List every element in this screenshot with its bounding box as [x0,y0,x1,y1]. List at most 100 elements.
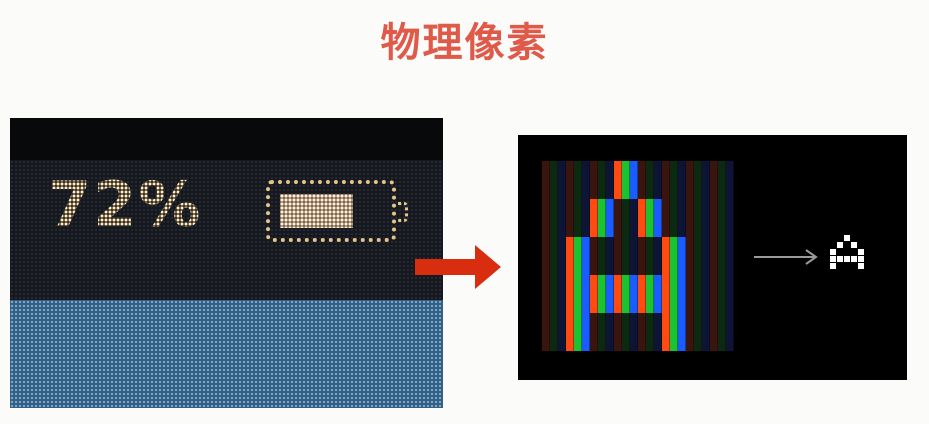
mini-pixel [837,263,843,269]
unlit-subpixel [630,313,638,351]
mini-pixel [830,263,836,269]
unlit-subpixel [694,161,702,199]
unlit-subpixel [702,313,710,351]
unlit-subpixel [558,313,566,351]
page-title: 物理像素 [380,20,549,66]
unlit-subpixel [702,161,710,199]
unlit-subpixel [558,199,566,237]
lit-subpixel [646,199,654,237]
unlit-subpixel [694,237,702,275]
unlit-subpixel [590,237,598,275]
mini-pixel [837,256,843,262]
lit-subpixel [646,275,654,313]
mini-pixel [858,235,864,241]
unlit-subpixel [574,199,582,237]
mini-pixel [837,235,843,241]
unlit-subpixel [614,199,622,237]
unlit-subpixel [606,237,614,275]
mini-pixel [851,249,857,255]
unlit-subpixel [726,199,734,237]
unlit-subpixel [558,275,566,313]
unlit-subpixel [598,313,606,351]
unlit-subpixel [638,313,646,351]
unlit-subpixel [558,237,566,275]
unlit-subpixel [550,237,558,275]
unlit-subpixel [686,199,694,237]
unlit-subpixel [646,237,654,275]
mini-pixel [830,249,836,255]
lit-subpixel [662,275,670,313]
unlit-subpixel [686,161,694,199]
unlit-subpixel [622,199,630,237]
unlit-subpixel [686,313,694,351]
mini-pixel [858,256,864,262]
lit-subpixel [662,237,670,275]
lit-subpixel [606,199,614,237]
unlit-subpixel [566,199,574,237]
unlit-subpixel [598,161,606,199]
unlit-subpixel [726,313,734,351]
mini-pixel [844,235,850,241]
unlit-subpixel [670,199,678,237]
subpixel-grid [542,161,734,351]
photo-top-shadow [10,118,443,160]
lit-subpixel [614,275,622,313]
unlit-subpixel [654,313,662,351]
unlit-subpixel [630,199,638,237]
mini-pixel [851,263,857,269]
lit-subpixel [638,199,646,237]
lit-subpixel [598,199,606,237]
lit-subpixel [670,313,678,351]
unlit-subpixel [686,237,694,275]
battery-level-fill [280,194,353,228]
unlit-subpixel [710,199,718,237]
unlit-subpixel [710,161,718,199]
unlit-subpixel [718,313,726,351]
mini-pixel [844,256,850,262]
lit-subpixel [582,275,590,313]
unlit-subpixel [558,161,566,199]
battery-tip-icon [398,202,408,222]
unlit-subpixel [542,199,550,237]
lit-subpixel [582,237,590,275]
unlit-subpixel [718,199,726,237]
mini-pixel [858,242,864,248]
mini-pixel [830,235,836,241]
mini-pixel [858,263,864,269]
lit-subpixel [622,161,630,199]
lit-subpixel [654,275,662,313]
unlit-subpixel [638,161,646,199]
battery-percent-label: 72% [48,168,203,241]
mini-pixel [830,256,836,262]
unlit-subpixel [542,275,550,313]
unlit-subpixel [662,199,670,237]
unlit-subpixel [614,237,622,275]
unlit-subpixel [718,237,726,275]
lit-subpixel [574,313,582,351]
unlit-subpixel [590,161,598,199]
lit-subpixel [590,275,598,313]
unlit-subpixel [566,161,574,199]
unlit-subpixel [606,313,614,351]
lit-subpixel [678,313,686,351]
unlit-subpixel [694,313,702,351]
screen-closeup-photo: 72% [10,118,443,408]
mini-pixel [837,249,843,255]
unlit-subpixel [622,237,630,275]
mini-pixel [858,249,864,255]
rendered-letter-a-icon [830,235,864,269]
unlit-subpixel [726,275,734,313]
mini-pixel [830,242,836,248]
lit-subpixel [614,161,622,199]
red-arrow-icon [415,245,501,289]
unlit-subpixel [678,161,686,199]
unlit-subpixel [710,313,718,351]
lit-subpixel [654,199,662,237]
mini-pixel [844,263,850,269]
unlit-subpixel [542,161,550,199]
unlit-subpixel [662,161,670,199]
lit-subpixel [662,313,670,351]
lit-subpixel [566,313,574,351]
unlit-subpixel [686,275,694,313]
mini-pixel [837,242,843,248]
